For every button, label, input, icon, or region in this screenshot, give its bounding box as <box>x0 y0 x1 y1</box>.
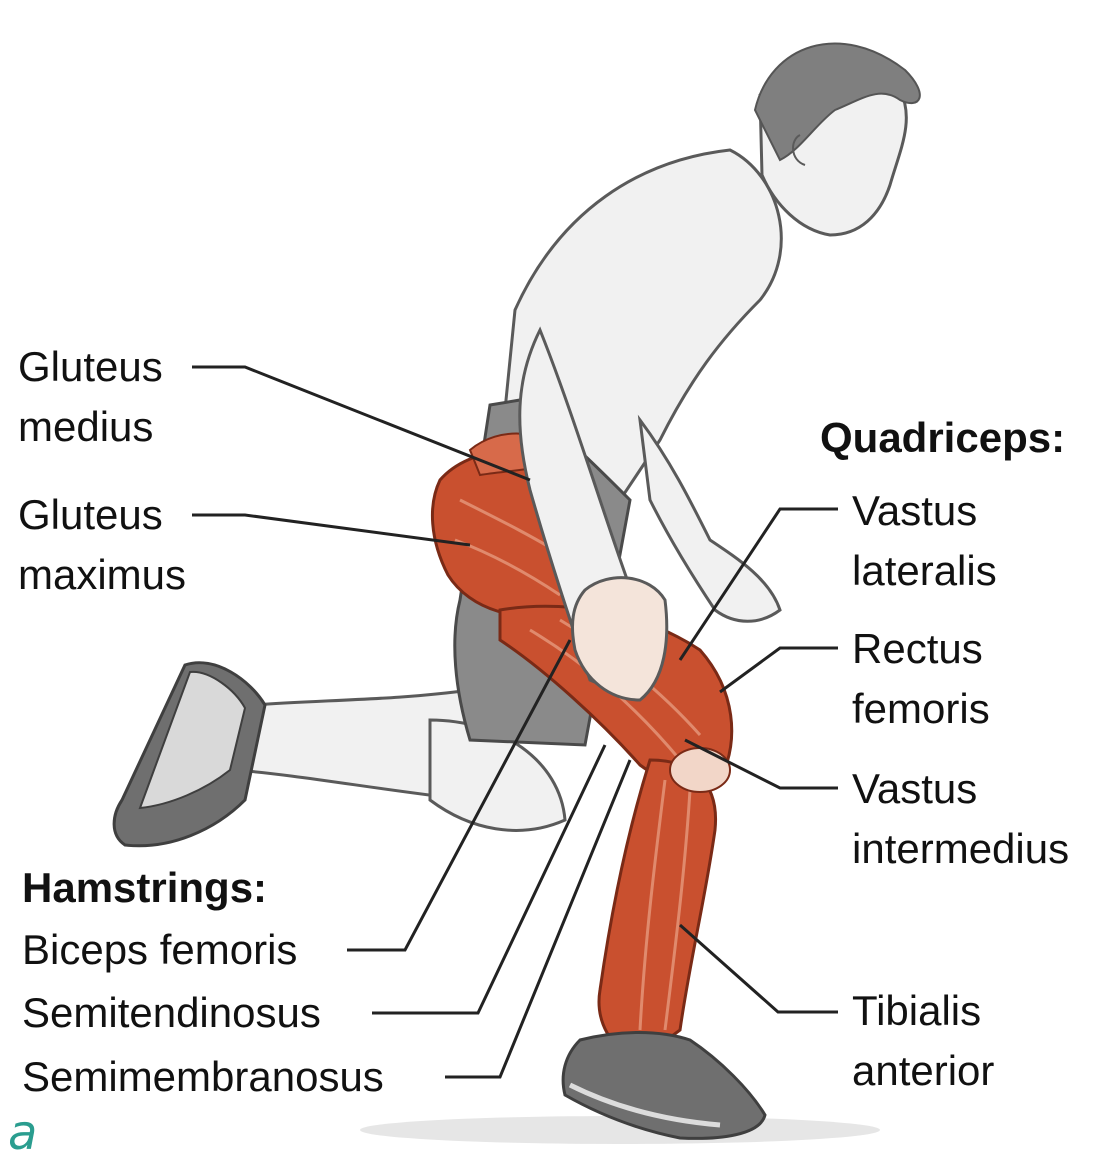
label-line: Gluteus <box>18 337 163 397</box>
label-line: maximus <box>18 545 186 605</box>
label-vastus-lateralis: Vastus lateralis <box>852 481 997 601</box>
hamstrings-header: Hamstrings: <box>22 858 267 918</box>
label-line: Vastus <box>852 481 997 541</box>
label-line: anterior <box>852 1041 994 1101</box>
leader-tibialis-anterior <box>680 925 838 1012</box>
lower-leg-muscles <box>599 748 730 1060</box>
label-semimembranosus: Semimembranosus <box>22 1047 384 1107</box>
label-line: femoris <box>852 679 990 739</box>
label-semitendinosus: Semitendinosus <box>22 983 321 1043</box>
leader-rectus-femoris <box>720 648 838 692</box>
label-gluteus-medius: Gluteus medius <box>18 337 163 457</box>
label-line: medius <box>18 397 163 457</box>
label-rectus-femoris: Rectus femoris <box>852 619 990 739</box>
label-line: Vastus <box>852 759 1069 819</box>
label-biceps-femoris: Biceps femoris <box>22 920 297 980</box>
panel-letter: a <box>8 1108 37 1158</box>
label-tibialis-anterior: Tibialis anterior <box>852 981 994 1101</box>
leader-gluteus-maximus <box>192 515 470 545</box>
quadriceps-header: Quadriceps: <box>820 408 1065 468</box>
back-shoe <box>114 663 265 846</box>
label-gluteus-maximus: Gluteus maximus <box>18 485 186 605</box>
label-line: Tibialis <box>852 981 994 1041</box>
label-line: Gluteus <box>18 485 186 545</box>
label-line: lateralis <box>852 541 997 601</box>
label-line: Rectus <box>852 619 990 679</box>
label-vastus-intermedius: Vastus intermedius <box>852 759 1069 879</box>
head <box>755 44 920 235</box>
label-line: intermedius <box>852 819 1069 879</box>
